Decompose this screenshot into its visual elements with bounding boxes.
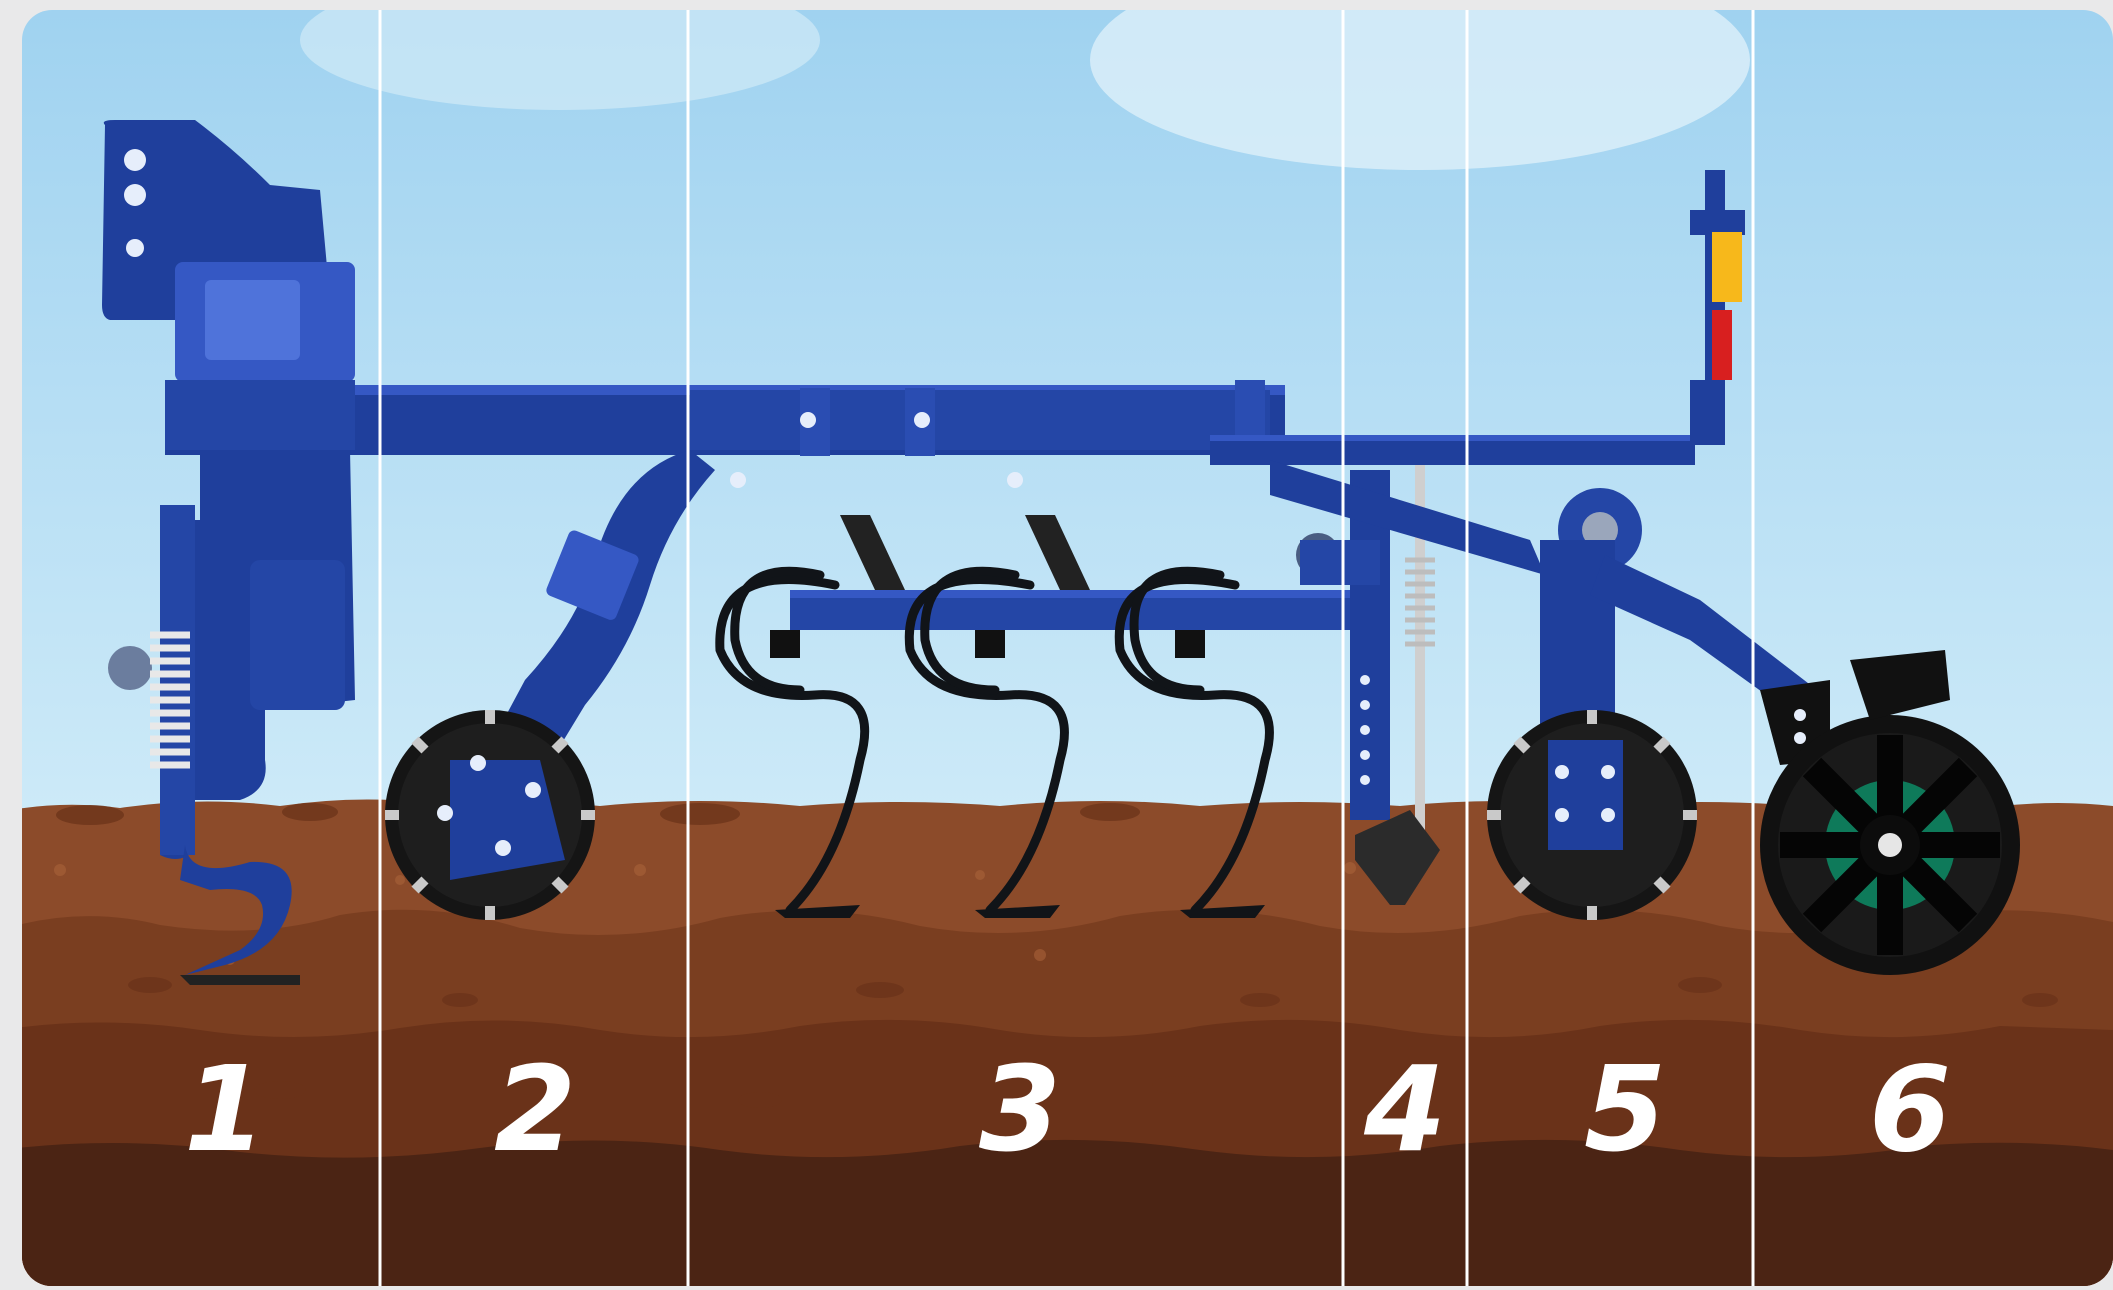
segment-number-1: 1	[184, 1040, 266, 1178]
upper-frame-tube	[690, 390, 1270, 450]
packer-roller	[1760, 715, 2020, 975]
amber-reflector	[1712, 232, 1742, 302]
segment-number-3: 3	[979, 1040, 1061, 1178]
headstock-plate	[165, 380, 355, 450]
red-reflector	[1712, 310, 1732, 380]
segment-number-4: 4	[1363, 1040, 1446, 1178]
rear-gauge-wheel	[1487, 710, 1697, 920]
shank-pivot-bolt	[108, 646, 152, 690]
segment-number-6: 6	[1869, 1040, 1951, 1178]
depth-gauge-wheel	[385, 710, 595, 920]
segment-number-2: 2	[494, 1040, 576, 1178]
segment-number-5: 5	[1584, 1040, 1666, 1178]
